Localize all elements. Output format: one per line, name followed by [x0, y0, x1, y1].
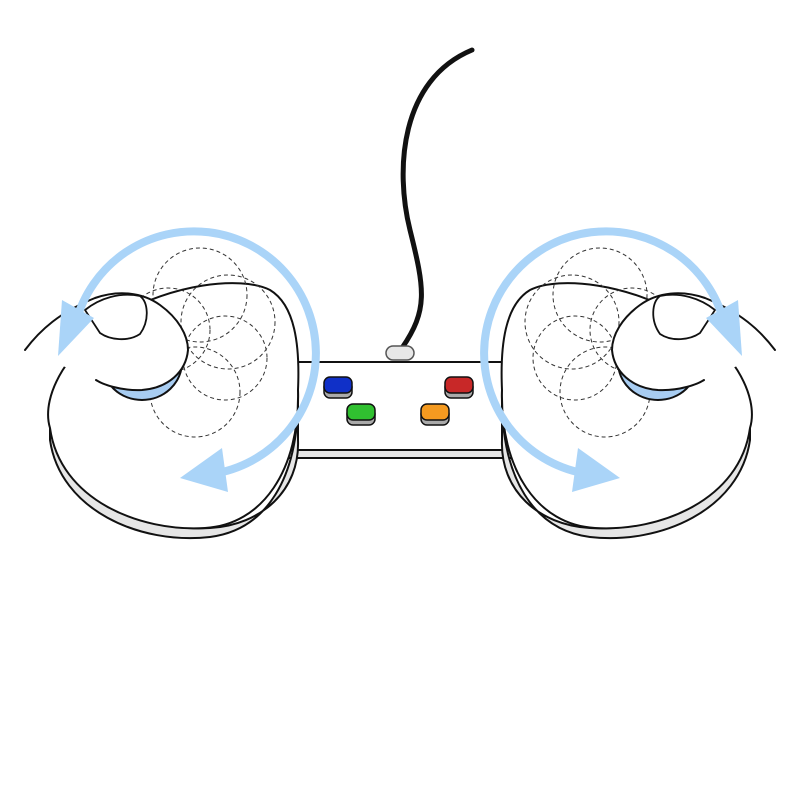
right-thumb-icon: [611, 292, 776, 392]
orange-button[interactable]: [420, 403, 450, 426]
green-button[interactable]: [346, 403, 376, 426]
cable-connector: [385, 345, 415, 361]
clockwise-arrow-icon: [480, 227, 742, 492]
controller-center-bridge: [284, 361, 516, 459]
blue-button[interactable]: [323, 376, 353, 399]
controller-cable: [399, 47, 475, 351]
left-thumb-icon: [24, 292, 189, 392]
red-button[interactable]: [444, 376, 474, 399]
counter-clockwise-arrow-icon: [58, 227, 320, 492]
